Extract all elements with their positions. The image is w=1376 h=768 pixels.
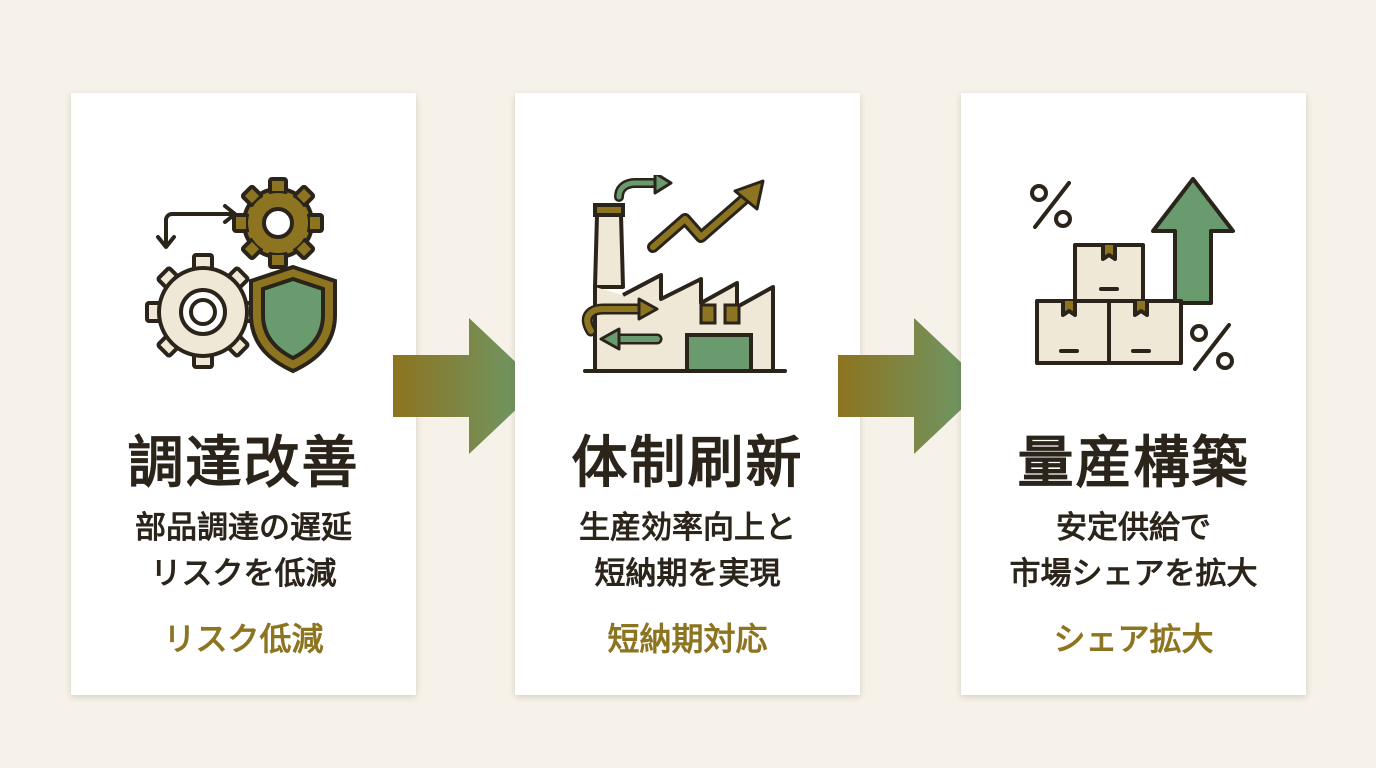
step-description-line: 生産効率向上と: [579, 510, 796, 546]
step-description-line: 短納期を実現: [594, 556, 781, 592]
arrow-right-icon: [393, 318, 541, 454]
procurement-icon-group: [133, 175, 353, 395]
step-tag: リスク低減: [163, 620, 324, 658]
step-tag: シェア拡大: [1053, 620, 1214, 658]
cycle-arrow-icon: [156, 204, 237, 249]
step-title: 量産構築: [1017, 430, 1250, 496]
step-description: 生産効率向上と 短納期を実現: [515, 505, 860, 597]
boxes-icon: [1035, 243, 1183, 365]
step-card-procurement: 調達改善 部品調達の遅延 リスクを低減 リスク低減: [71, 93, 416, 695]
step-tag: 短納期対応: [607, 620, 768, 658]
arrow-right-icon: [614, 175, 673, 202]
step-description-line: リスクを低減: [150, 556, 337, 592]
percent-icon: [1190, 323, 1234, 371]
step-description-line: 市場シェアを拡大: [1009, 556, 1258, 592]
step-description-line: 安定供給で: [1056, 510, 1211, 546]
mass-production-icon-group: [1023, 175, 1243, 395]
shield-icon: [249, 264, 337, 374]
swap-arrows-icon: [581, 297, 663, 351]
step-title: 体制刷新: [571, 430, 804, 496]
step-title: 調達改善: [127, 430, 360, 496]
gear-icon: [232, 177, 324, 269]
gear-icon: [145, 253, 261, 369]
step-card-organization: 体制刷新 生産効率向上と 短納期を実現 短納期対応: [515, 93, 860, 695]
step-description: 安定供給で 市場シェアを拡大: [961, 505, 1306, 597]
organization-icon-group: [577, 175, 797, 395]
trend-up-arrow-icon: [647, 179, 765, 253]
up-arrow-icon: [1151, 177, 1235, 305]
percent-icon: [1030, 181, 1072, 229]
step-card-mass-production: 量産構築 安定供給で 市場シェアを拡大 シェア拡大: [961, 93, 1306, 695]
step-description-line: 部品調達の遅延: [135, 510, 352, 546]
arrow-right-icon: [838, 318, 986, 454]
step-description: 部品調達の遅延 リスクを低減: [71, 505, 416, 597]
